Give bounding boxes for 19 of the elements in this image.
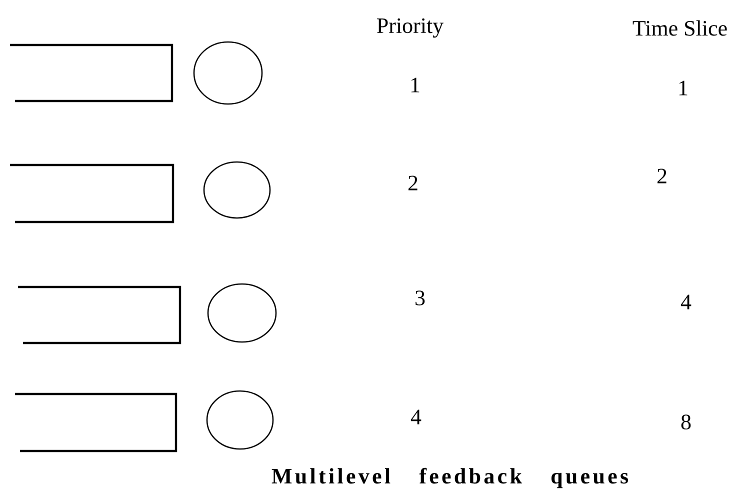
table-value: 1 bbox=[411, 78, 420, 92]
table-value: 1 bbox=[679, 80, 688, 96]
table-value: 8 bbox=[681, 414, 691, 430]
queue-box bbox=[10, 44, 174, 102]
queue-box bbox=[18, 286, 182, 344]
caption: Multilevel feedback queues bbox=[272, 468, 628, 488]
column-header: Priority bbox=[377, 18, 444, 38]
column-header: Time Slice bbox=[632, 20, 727, 36]
circle bbox=[203, 161, 271, 219]
table-value: 2 bbox=[408, 176, 418, 190]
queue-box bbox=[10, 164, 174, 224]
circle bbox=[207, 283, 277, 343]
table-value: 2 bbox=[657, 168, 666, 184]
table-value: 3 bbox=[416, 290, 425, 306]
table-value: 4 bbox=[680, 294, 692, 310]
circle bbox=[193, 41, 263, 105]
queue-box bbox=[15, 392, 178, 452]
circle bbox=[206, 390, 274, 450]
table-value: 4 bbox=[410, 410, 422, 424]
